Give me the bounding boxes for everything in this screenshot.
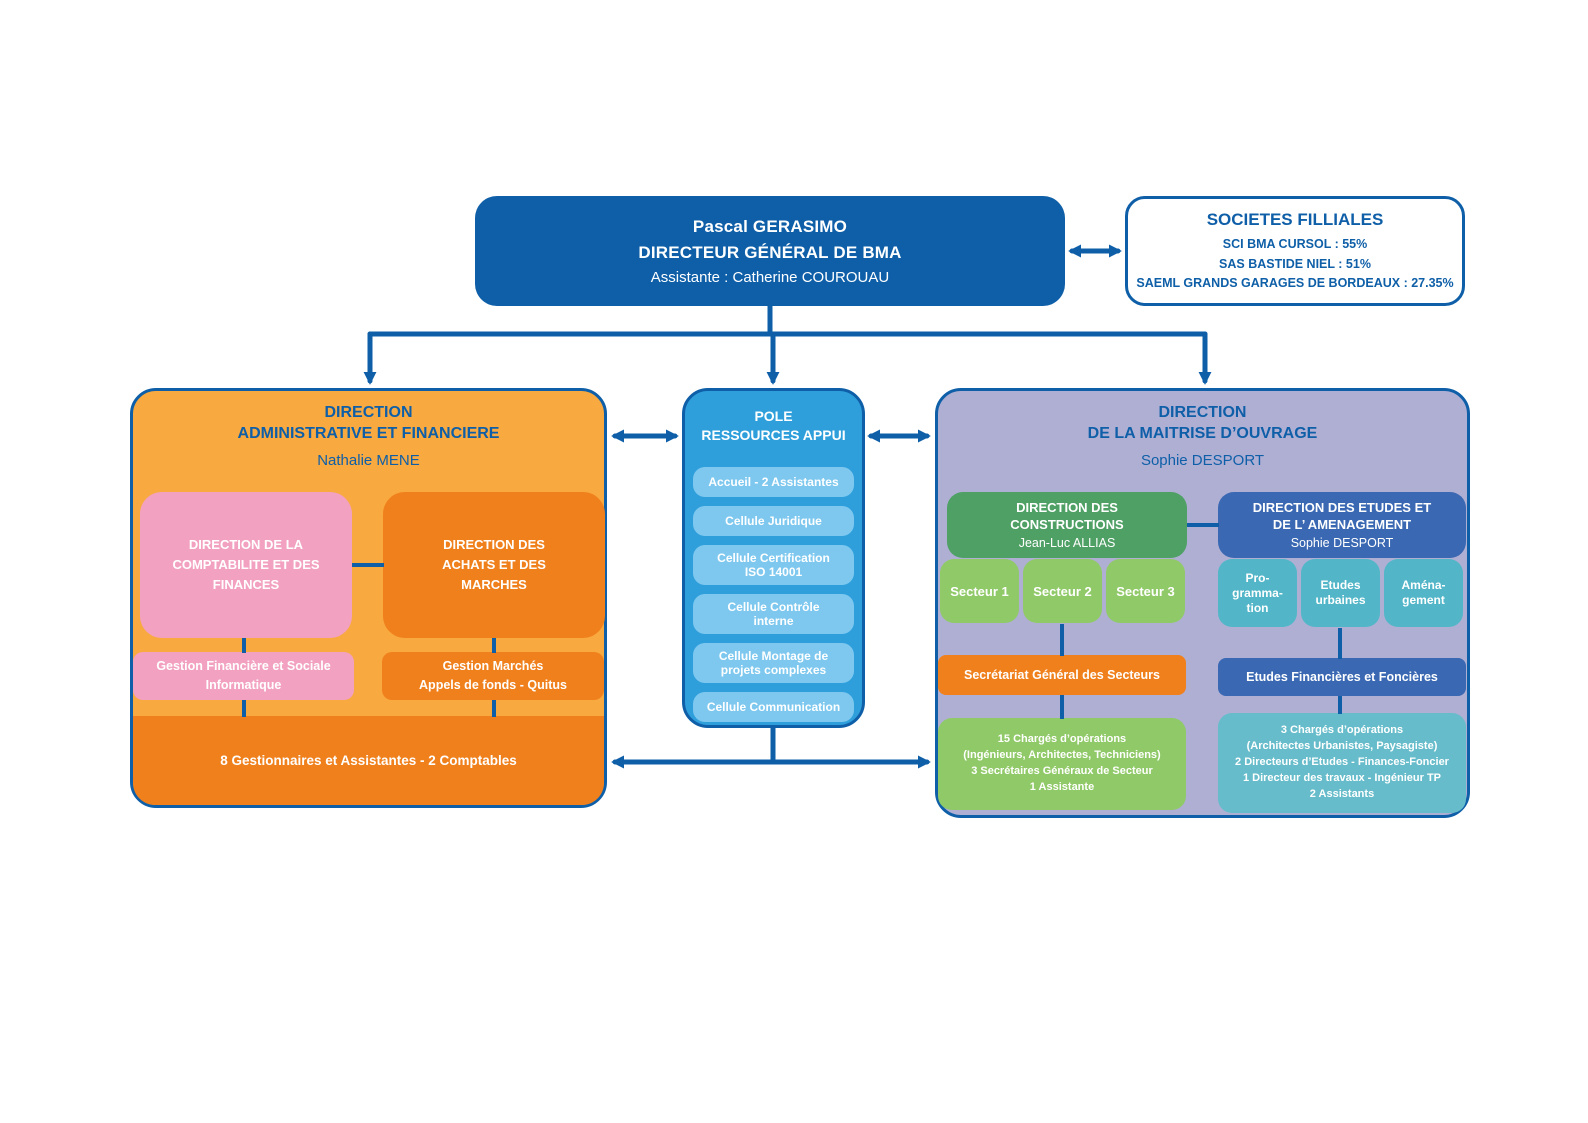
pole-item-juridique: Cellule Juridique <box>693 506 854 536</box>
dmo-title: DIRECTION DE LA MAITRISE D’OUVRAGE <box>1087 404 1318 442</box>
pole-title: POLE RESSOURCES APPUI <box>701 408 846 443</box>
filiales-box: SOCIETES FILLIALES SCI BMA CURSOL : 55% … <box>1125 196 1465 306</box>
etudes-staff-box: 3 Chargés d’opérations (Architectes Urba… <box>1218 713 1466 813</box>
secteur-1-box: Secteur 1 <box>940 559 1019 623</box>
comptabilite-box: DIRECTION DE LA COMPTABILITE ET DES FINA… <box>140 492 352 638</box>
filiale-item: SCI BMA CURSOL : 55% <box>1222 236 1368 251</box>
director-general-box: Pascal GERASIMO DIRECTEUR GÉNÉRAL DE BMA… <box>475 196 1065 306</box>
secteur-3-box: Secteur 3 <box>1106 559 1185 623</box>
filiales-title: SOCIETES FILLIALES <box>1206 209 1384 229</box>
etudes-box: DIRECTION DES ETUDES ET DE L’ AMENAGEMEN… <box>1218 492 1466 558</box>
etudes-manager: Sophie DESPORT <box>1290 536 1394 551</box>
constructions-box: DIRECTION DES CONSTRUCTIONS Jean-Luc ALL… <box>947 492 1187 558</box>
amenagement-box: Aména- gement <box>1384 559 1463 627</box>
daf-box: DIRECTION ADMINISTRATIVE ET FINANCIERE N… <box>130 388 607 808</box>
filiale-item: SAEML GRANDS GARAGES DE BORDEAUX : 27.35… <box>1136 276 1454 291</box>
constructions-title: DIRECTION DES CONSTRUCTIONS <box>1010 499 1124 532</box>
director-role: DIRECTEUR GÉNÉRAL DE BMA <box>638 242 902 262</box>
pole-item-montage: Cellule Montage de projets complexes <box>693 643 854 683</box>
constructions-manager: Jean-Luc ALLIAS <box>1018 536 1116 551</box>
daf-title: DIRECTION ADMINISTRATIVE ET FINANCIERE <box>237 404 500 442</box>
programmation-box: Pro- gramma- tion <box>1218 559 1297 627</box>
constructions-staff-box: 15 Chargés d’opérations (Ingénieurs, Arc… <box>938 718 1186 810</box>
dmo-header: DIRECTION DE LA MAITRISE D’OUVRAGE Sophi… <box>938 403 1467 469</box>
etudes-title: DIRECTION DES ETUDES ET DE L’ AMENAGEMEN… <box>1252 499 1432 532</box>
pole-items: Accueil - 2 Assistantes Cellule Juridiqu… <box>693 467 854 722</box>
daf-staff-box: 8 Gestionnaires et Assistantes - 2 Compt… <box>133 716 604 805</box>
secretariat-box: Secrétariat Général des Secteurs <box>938 655 1186 695</box>
etudes-urbaines-box: Etudes urbaines <box>1301 559 1380 627</box>
dmo-box: DIRECTION DE LA MAITRISE D’OUVRAGE Sophi… <box>935 388 1470 818</box>
daf-manager: Nathalie MENE <box>317 451 420 469</box>
pole-box: POLE RESSOURCES APPUI Accueil - 2 Assist… <box>682 388 865 728</box>
pole-item-certification: Cellule Certification ISO 14001 <box>693 545 854 585</box>
director-name: Pascal GERASIMO <box>692 216 848 236</box>
gestion-financiere-box: Gestion Financière et Sociale Informatiq… <box>133 652 354 700</box>
daf-header: DIRECTION ADMINISTRATIVE ET FINANCIERE N… <box>133 403 604 469</box>
gestion-marches-box: Gestion Marchés Appels de fonds - Quitus <box>382 652 604 700</box>
pole-item-accueil: Accueil - 2 Assistantes <box>693 467 854 497</box>
dmo-manager: Sophie DESPORT <box>1140 451 1265 469</box>
pole-item-controle: Cellule Contrôle interne <box>693 594 854 634</box>
filiale-item: SAS BASTIDE NIEL : 51% <box>1219 256 1371 271</box>
pole-item-communication: Cellule Communication <box>693 692 854 722</box>
director-assistant: Assistante : Catherine COUROUAU <box>650 268 890 286</box>
etudes-financieres-box: Etudes Financières et Foncières <box>1218 658 1466 696</box>
secteur-2-box: Secteur 2 <box>1023 559 1102 623</box>
achats-box: DIRECTION DES ACHATS ET DES MARCHES <box>383 492 605 638</box>
